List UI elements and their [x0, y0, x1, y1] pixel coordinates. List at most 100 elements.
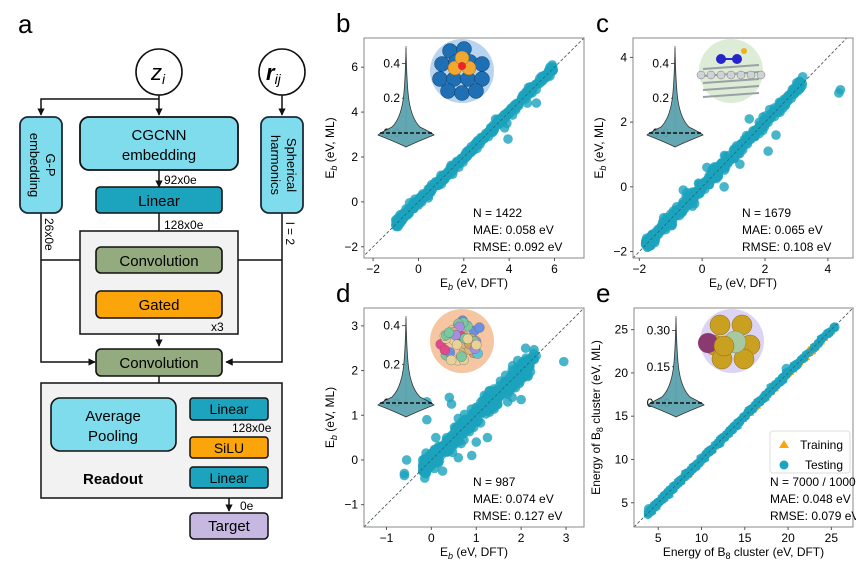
data-point [717, 157, 727, 168]
atom-surface [756, 70, 766, 80]
axes-frame [363, 307, 585, 528]
data-point-outlier [678, 185, 689, 195]
edge-label-readout-128: 128x0e [232, 421, 272, 435]
data-point-outlier [719, 182, 729, 192]
data-point-outlier [744, 114, 755, 124]
y-axis-label-part: (eV, ML) [592, 117, 606, 165]
data-point [492, 394, 502, 405]
gated-label: Gated [139, 297, 180, 314]
data-point-outlier [558, 356, 569, 367]
edge-label-128: 128x0e [164, 218, 204, 232]
data-point-testing [661, 489, 670, 499]
data-point-outlier [516, 394, 526, 405]
violin-body [647, 317, 705, 418]
data-point [416, 194, 427, 205]
data-point [431, 444, 442, 455]
atom-gold [733, 348, 755, 370]
data-point-outlier [531, 98, 542, 108]
x-axis-label-part: (eV, DFT) [722, 276, 777, 290]
x-tick-label: 3 [563, 531, 570, 545]
data-point-outlier [502, 397, 513, 407]
y-axis-label-part: b [598, 166, 608, 171]
data-point-outlier [735, 159, 745, 169]
y-tick-label: 20 [615, 366, 629, 380]
data-point-outlier [401, 455, 412, 465]
gp-embedding-line2: embedding [27, 133, 42, 197]
panel-label-b: b [336, 8, 350, 38]
atom-n [716, 54, 726, 64]
data-point [421, 458, 432, 469]
atom-np [451, 339, 463, 350]
data-point [430, 178, 441, 188]
x-axis-label-part: E [440, 545, 448, 559]
data-point-testing [676, 474, 685, 485]
atom-surface [696, 70, 706, 80]
convolution-box-2 [95, 348, 223, 377]
data-point [453, 420, 464, 431]
stats-line: MAE: 0.065 eV [742, 223, 823, 237]
input-z-label: zi [150, 60, 166, 87]
linear-label: Linear [138, 193, 180, 210]
data-point [459, 426, 470, 437]
y-tick-label: 2 [620, 115, 627, 129]
data-point [497, 388, 507, 398]
average-pooling-box [50, 397, 177, 452]
atom-np [462, 333, 473, 345]
cgcnn-embedding-box [79, 116, 239, 171]
data-point [787, 89, 798, 100]
panel-label-e: e [596, 278, 610, 308]
scatter-points [390, 60, 558, 232]
x-tick-label: 2 [518, 531, 525, 545]
y-tick-label: 25 [615, 323, 629, 337]
data-point [648, 231, 659, 242]
x-axis-label-part: Energy of B [663, 545, 726, 559]
data-point [461, 416, 471, 426]
plot-area [364, 38, 584, 257]
x-axis-label-part: b [448, 551, 453, 561]
stats-line: RMSE: 0.127 eV [473, 509, 562, 523]
data-point [673, 205, 683, 216]
x-tick-label: −2 [632, 262, 646, 276]
data-point-outlier [771, 130, 781, 140]
data-point [507, 360, 518, 371]
edge-label-26: 26x0e [42, 218, 56, 251]
sh-line2: harmonics [268, 135, 283, 195]
x-axis-label-part: (eV, DFT) [453, 545, 508, 559]
data-point [473, 415, 484, 425]
x-tick-label: 0 [428, 531, 435, 545]
data-point-testing [668, 483, 677, 493]
y-tick-label: 2 [351, 364, 358, 378]
linear-box [95, 186, 223, 214]
violin-body [377, 317, 435, 418]
convolution-label-1: Convolution [119, 253, 198, 270]
atom-np [439, 344, 450, 356]
x-axis-label-part: 8 [726, 551, 731, 561]
data-point-outlier [503, 134, 513, 144]
data-point [439, 440, 449, 450]
x-tick-label: 25 [825, 531, 839, 545]
y-axis-label-part: E [323, 440, 337, 448]
legend-marker-training [779, 440, 789, 448]
scatter-points [399, 343, 569, 483]
data-point [516, 363, 527, 373]
y-tick-label: 10 [615, 452, 629, 466]
data-point [490, 114, 501, 124]
surface-bond [702, 85, 760, 91]
y-tick-label: 4 [351, 105, 358, 119]
gp-embedding-line1: G-P [43, 153, 58, 176]
y-axis-label-part: cluster (eV, ML) [589, 340, 603, 427]
x-tick-label: 1 [473, 531, 480, 545]
edge-label-l2: l = 2 [283, 222, 297, 245]
axes-frame [363, 37, 585, 259]
sh-line1: Spherical [284, 138, 299, 192]
x-tick-label: 10 [695, 531, 709, 545]
parity-line-overlay [364, 308, 584, 527]
data-point-testing [778, 375, 787, 385]
data-point [399, 210, 410, 220]
y-tick-label: 3 [351, 319, 358, 333]
readout-label: Readout [83, 471, 143, 488]
x-tick-label: 0 [415, 262, 422, 276]
